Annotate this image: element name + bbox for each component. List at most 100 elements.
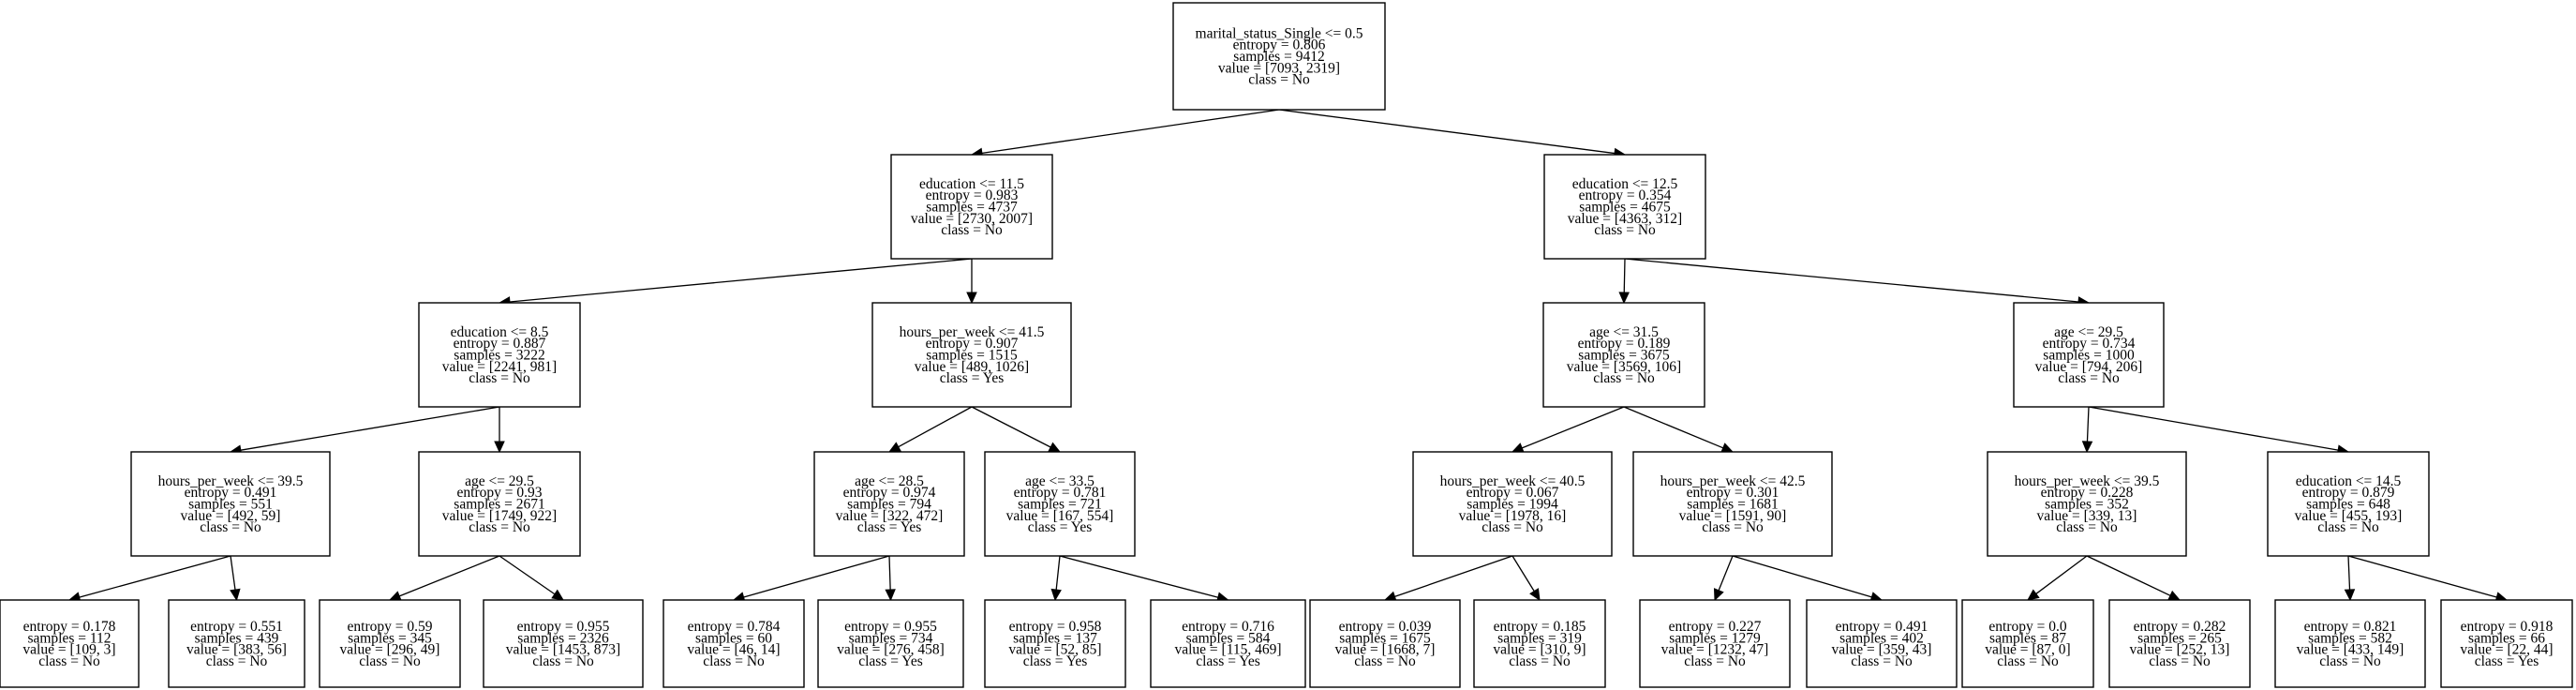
arrowhead-icon <box>1713 588 1724 602</box>
node-line: samples = 1515 <box>926 348 1018 364</box>
node-line: class = No <box>469 370 530 386</box>
edge-line <box>230 555 236 591</box>
edge-n14-l15 <box>2344 555 2356 602</box>
node-line: entropy = 0.806 <box>1233 38 1326 53</box>
node-box <box>871 302 1072 408</box>
node-line: class = No <box>1593 370 1655 386</box>
node-line: class = Yes <box>858 653 923 669</box>
node-box <box>1473 599 1606 688</box>
node-line: entropy = 0.781 <box>1014 485 1107 501</box>
edge-n11-l10 <box>1511 555 1541 602</box>
node-line: samples = 582 <box>2308 630 2392 646</box>
node-line: class = No <box>1851 653 1913 669</box>
node-line: class = Yes <box>1196 653 1260 669</box>
node-box <box>0 599 140 688</box>
node-line: samples = 734 <box>849 630 933 646</box>
node-line: hours_per_week <= 39.5 <box>158 473 304 489</box>
arrowhead-icon <box>2344 589 2356 602</box>
node-line: value = [296, 49] <box>340 642 440 658</box>
node-line: hours_per_week <= 42.5 <box>1660 473 1806 489</box>
node-line: value = [794, 206] <box>2035 359 2143 375</box>
node-line: value = [109, 3] <box>22 642 115 658</box>
node-line: entropy = 0.958 <box>1009 619 1102 635</box>
node-box <box>1150 599 1306 688</box>
node-line: value = [87, 0] <box>1985 642 2070 658</box>
edge-n7-l1 <box>67 555 231 603</box>
node-line: samples = 112 <box>27 630 111 646</box>
edge-line <box>888 555 891 591</box>
edge-line <box>1732 555 1872 598</box>
edge-line <box>2035 555 2088 594</box>
edge-n12-l12 <box>1732 555 1884 603</box>
node-line: entropy = 0.821 <box>2304 619 2397 635</box>
node-line: value = [455, 193] <box>2295 508 2403 524</box>
node-line: class = No <box>200 519 261 535</box>
node-line: samples = 66 <box>2468 630 2545 646</box>
node-line: hours_per_week <= 40.5 <box>1440 473 1586 489</box>
edge-line <box>1623 258 1626 293</box>
node-line: samples = 137 <box>1013 630 1097 646</box>
node-line: class = No <box>1684 653 1746 669</box>
node-line: value = [4363, 312] <box>1568 211 1682 227</box>
node-line: age <= 29.5 <box>465 473 534 489</box>
node-line: entropy = 0.282 <box>2134 619 2226 635</box>
node-box <box>418 451 581 557</box>
node-box <box>319 599 461 688</box>
edge-line <box>398 555 500 597</box>
edge-line <box>2088 406 2339 451</box>
edge-line <box>509 258 973 303</box>
node-line: class = No <box>38 653 100 669</box>
node-line: age <= 28.5 <box>855 473 924 489</box>
edge-line <box>1718 555 1734 592</box>
node-box <box>984 451 1136 557</box>
node-line: class = No <box>703 653 765 669</box>
node-line: samples = 648 <box>2306 497 2390 513</box>
node-line: entropy = 0.716 <box>1182 619 1274 635</box>
node-line: class = No <box>2319 653 2381 669</box>
arrowhead-icon <box>230 588 241 602</box>
node-line: class = No <box>2149 653 2211 669</box>
edge-n12-l11 <box>1713 555 1734 602</box>
edge-line <box>1624 258 2079 303</box>
node-box <box>1632 451 1833 557</box>
node-line: value = [276, 458] <box>837 642 945 658</box>
node-line: entropy = 0.974 <box>843 485 936 501</box>
node-line: class = No <box>2317 519 2379 535</box>
edge-line <box>2086 406 2090 442</box>
node-line: value = [1453, 873] <box>506 642 620 658</box>
edge-n5-n11 <box>1511 406 1625 454</box>
node-line: samples = 9412 <box>1233 49 1324 65</box>
node-line: age <= 31.5 <box>1589 324 1659 340</box>
edge-n9-l6 <box>885 555 896 602</box>
arrowhead-icon <box>2081 441 2093 454</box>
node-line: value = [492, 59] <box>181 508 281 524</box>
edge-line <box>1278 109 1616 155</box>
edge-line <box>1511 555 1535 592</box>
node-line: samples = 352 <box>2045 497 2129 513</box>
node-line: education <= 8.5 <box>451 324 549 340</box>
arrowhead-icon <box>494 441 505 454</box>
node-line: education <= 12.5 <box>1572 176 1678 192</box>
edge-line <box>1394 555 1513 598</box>
node-line: class = No <box>1997 653 2059 669</box>
node-line: education <= 14.5 <box>2296 473 2402 489</box>
node-box <box>1542 302 1705 408</box>
node-line: samples = 319 <box>1497 630 1582 646</box>
node-box <box>817 599 964 688</box>
node-line: samples = 4737 <box>926 200 1018 216</box>
node-line: class = No <box>1702 519 1764 535</box>
node-box <box>1806 599 1958 688</box>
node-box <box>168 599 305 688</box>
edge-line <box>499 555 556 595</box>
node-line: value = [383, 56] <box>186 642 287 658</box>
